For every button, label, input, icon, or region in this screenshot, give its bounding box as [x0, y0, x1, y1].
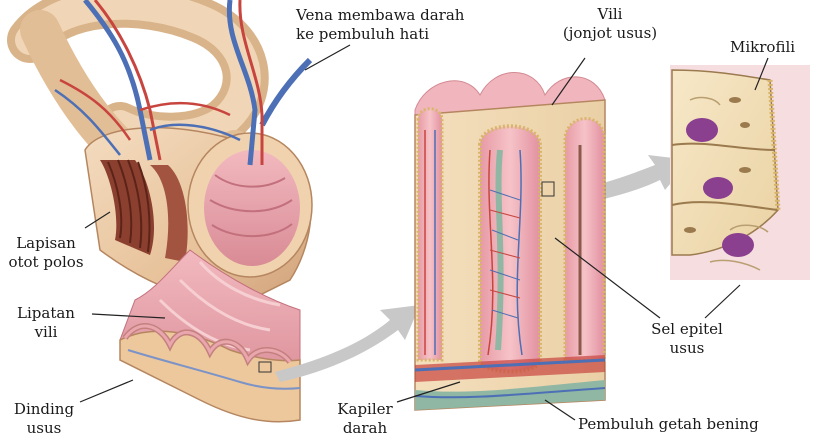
label-villi: Vili (jonjot usus) — [545, 5, 675, 43]
label-epithelial-cells-line1: Sel epitel — [632, 320, 742, 339]
label-villi-line2: (jonjot usus) — [545, 24, 675, 43]
label-microvilli-line1: Mikrofili — [730, 38, 795, 57]
epithelial-cells-panel — [670, 65, 810, 280]
label-epithelial-cells: Sel epitel usus — [632, 320, 742, 358]
label-epithelial-cells-line2: usus — [632, 339, 742, 358]
label-vein-line2: ke pembuluh hati — [296, 25, 464, 44]
villus-center — [480, 126, 540, 371]
label-blood-capillary: Kapiler darah — [325, 400, 405, 438]
label-lymph-vessel: Pembuluh getah bening — [578, 415, 759, 434]
leader-vein — [305, 45, 350, 70]
label-vein: Vena membawa darah ke pembuluh hati — [296, 6, 464, 44]
label-intestinal-wall-line2: usus — [0, 419, 88, 438]
label-vein-line1: Vena membawa darah — [296, 6, 464, 25]
villi-block — [415, 73, 605, 411]
label-villi-line1: Vili — [545, 5, 675, 24]
leader-epithelial-cell — [705, 285, 740, 318]
villus-right — [565, 119, 604, 360]
label-intestinal-wall-line1: Dinding — [0, 400, 88, 419]
label-villus-folds-line2: vili — [0, 323, 92, 342]
label-microvilli: Mikrofili — [730, 38, 795, 57]
label-smooth-muscle: Lapisan otot polos — [0, 234, 92, 272]
label-intestinal-wall: Dinding usus — [0, 400, 88, 438]
leader-wall — [80, 380, 133, 402]
label-villus-folds-line1: Lipatan — [0, 304, 92, 323]
label-smooth-muscle-line1: Lapisan — [0, 234, 92, 253]
label-blood-capillary-line2: darah — [325, 419, 405, 438]
label-lymph-vessel-line1: Pembuluh getah bening — [578, 415, 759, 434]
label-villus-folds: Lipatan vili — [0, 304, 92, 342]
label-smooth-muscle-line2: otot polos — [0, 253, 92, 272]
villus-left — [418, 109, 442, 360]
label-blood-capillary-line1: Kapiler — [325, 400, 405, 419]
